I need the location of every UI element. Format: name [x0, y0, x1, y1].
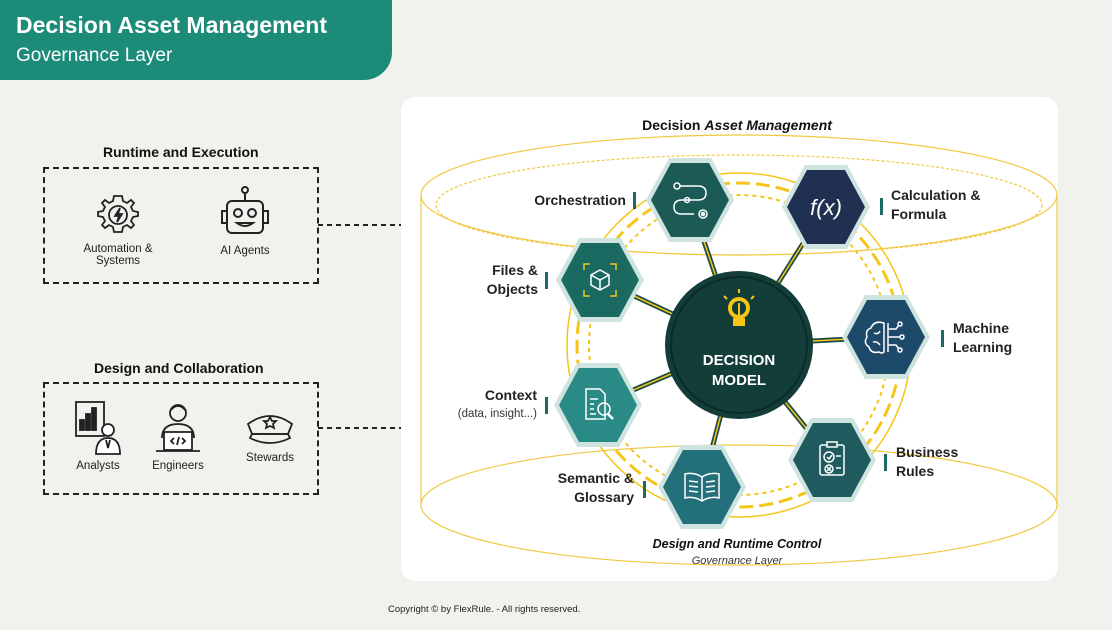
actor-label-stewards: Stewards: [246, 452, 294, 464]
panel-footer-subtitle: Governance Layer: [691, 555, 783, 567]
label-bar-orchestration: [633, 192, 636, 209]
center-line1: DECISION: [703, 352, 776, 369]
panel-title-italic: Asset Management: [704, 117, 832, 133]
hex-machine-learning[interactable]: [842, 295, 930, 379]
steward-cap-icon: [246, 414, 294, 444]
label-semantic: Semantic & Glossary: [557, 470, 634, 505]
label-context-sub: (data, insight...): [457, 408, 537, 420]
actor-label-automation: Automation & Systems: [83, 243, 153, 267]
design-box: Analysts Engineers Stewards: [43, 382, 319, 495]
analyst-icon: [75, 401, 121, 455]
cylinder-outline: [420, 134, 1058, 566]
panel-title: Decision Asset Management: [401, 117, 1073, 133]
hex-semantic[interactable]: [658, 445, 746, 529]
decision-model-node[interactable]: DECISION MODEL: [665, 271, 813, 419]
actor-analysts: Analysts: [48, 398, 148, 472]
checklist-icon: [819, 441, 845, 476]
actor-label-ai-agents: AI Agents: [220, 245, 270, 257]
flow-icon: [673, 182, 708, 219]
lightbulb-icon: [723, 289, 755, 326]
header-banner: Decision Asset Management Governance Lay…: [0, 0, 392, 80]
brain-icon: [864, 321, 905, 354]
hex-orchestration[interactable]: [646, 158, 734, 242]
hex-files[interactable]: [556, 238, 644, 322]
label-bar-files: [545, 272, 548, 289]
actor-automation: Automation & Systems: [68, 191, 168, 267]
label-orchestration: Orchestration: [534, 192, 626, 208]
runtime-title: Runtime and Execution: [103, 144, 259, 160]
actor-ai-agents: AI Agents: [195, 185, 295, 257]
copyright: Copyright © by FlexRule. - All rights re…: [388, 604, 581, 615]
label-bar-context: [545, 397, 548, 414]
label-bar-business-rules: [884, 454, 887, 471]
actor-stewards: Stewards: [220, 410, 320, 464]
label-files: Files & Objects: [486, 262, 538, 297]
label-context: Context (data, insight...): [440, 386, 537, 424]
cube-icon: [583, 263, 617, 297]
function-icon: f(x): [810, 195, 842, 220]
panel-footer-title: Design and Runtime Control: [652, 537, 822, 551]
hex-calculation[interactable]: f(x): [782, 165, 870, 249]
panel-title-plain: Decision: [642, 117, 701, 133]
engineer-icon: [156, 404, 200, 452]
page-title: Decision Asset Management: [16, 12, 328, 38]
label-bar-semantic: [643, 481, 646, 498]
label-bar-calculation: [880, 198, 883, 215]
page-subtitle: Governance Layer: [16, 45, 173, 66]
design-title: Design and Collaboration: [94, 360, 264, 376]
label-context-title: Context: [484, 387, 537, 403]
gear-bolt-icon: [97, 195, 139, 233]
document-search-icon: [585, 388, 614, 420]
actor-label-engineers: Engineers: [152, 460, 204, 472]
hex-context[interactable]: [554, 363, 642, 447]
robot-icon: [221, 186, 269, 234]
hex-business-rules[interactable]: [788, 418, 876, 502]
book-icon: [684, 472, 720, 502]
actor-engineers: Engineers: [128, 402, 228, 472]
label-machine-learning: Machine Learning: [953, 320, 1013, 355]
actor-label-analysts: Analysts: [76, 460, 120, 472]
label-calculation: Calculation & Formula: [891, 187, 981, 222]
label-business-rules: Business Rules: [896, 444, 959, 479]
center-line2: MODEL: [712, 372, 766, 389]
label-bar-machine-learning: [941, 330, 944, 347]
